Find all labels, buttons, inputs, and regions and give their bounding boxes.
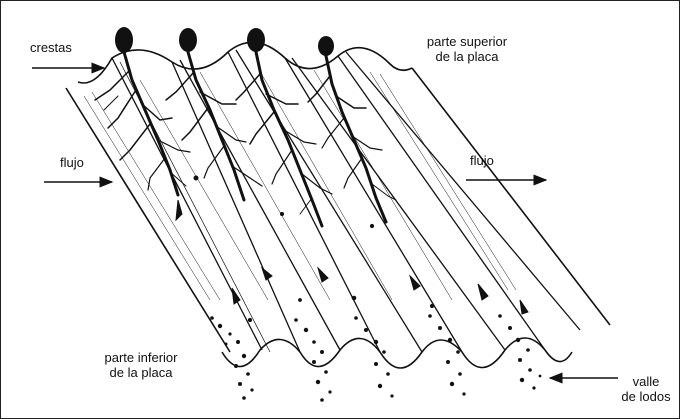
label-bottom-of-plate: parte inferior de la placa <box>86 350 196 380</box>
label-bottom-line1: parte inferior <box>86 350 196 365</box>
label-top-line2: de la placa <box>402 49 532 64</box>
label-top-of-plate: parte superior de la placa <box>402 34 532 64</box>
plate-fold-lines <box>84 50 580 352</box>
label-sludge-valley: valle de lodos <box>616 374 676 404</box>
label-top-line1: parte superior <box>402 34 532 49</box>
label-sludge-line2: de lodos <box>616 389 676 404</box>
label-bottom-line2: de la placa <box>86 365 196 380</box>
label-sludge-line1: valle <box>616 374 676 389</box>
sludge-fragments <box>176 176 528 322</box>
plate-right-edge <box>412 68 610 325</box>
plate-bottom-edge <box>222 338 572 368</box>
label-flow-left: flujo <box>60 155 84 170</box>
label-flow-right: flujo <box>470 153 494 168</box>
label-crests: crestas <box>30 40 72 55</box>
sludge-accumulation <box>210 314 541 402</box>
